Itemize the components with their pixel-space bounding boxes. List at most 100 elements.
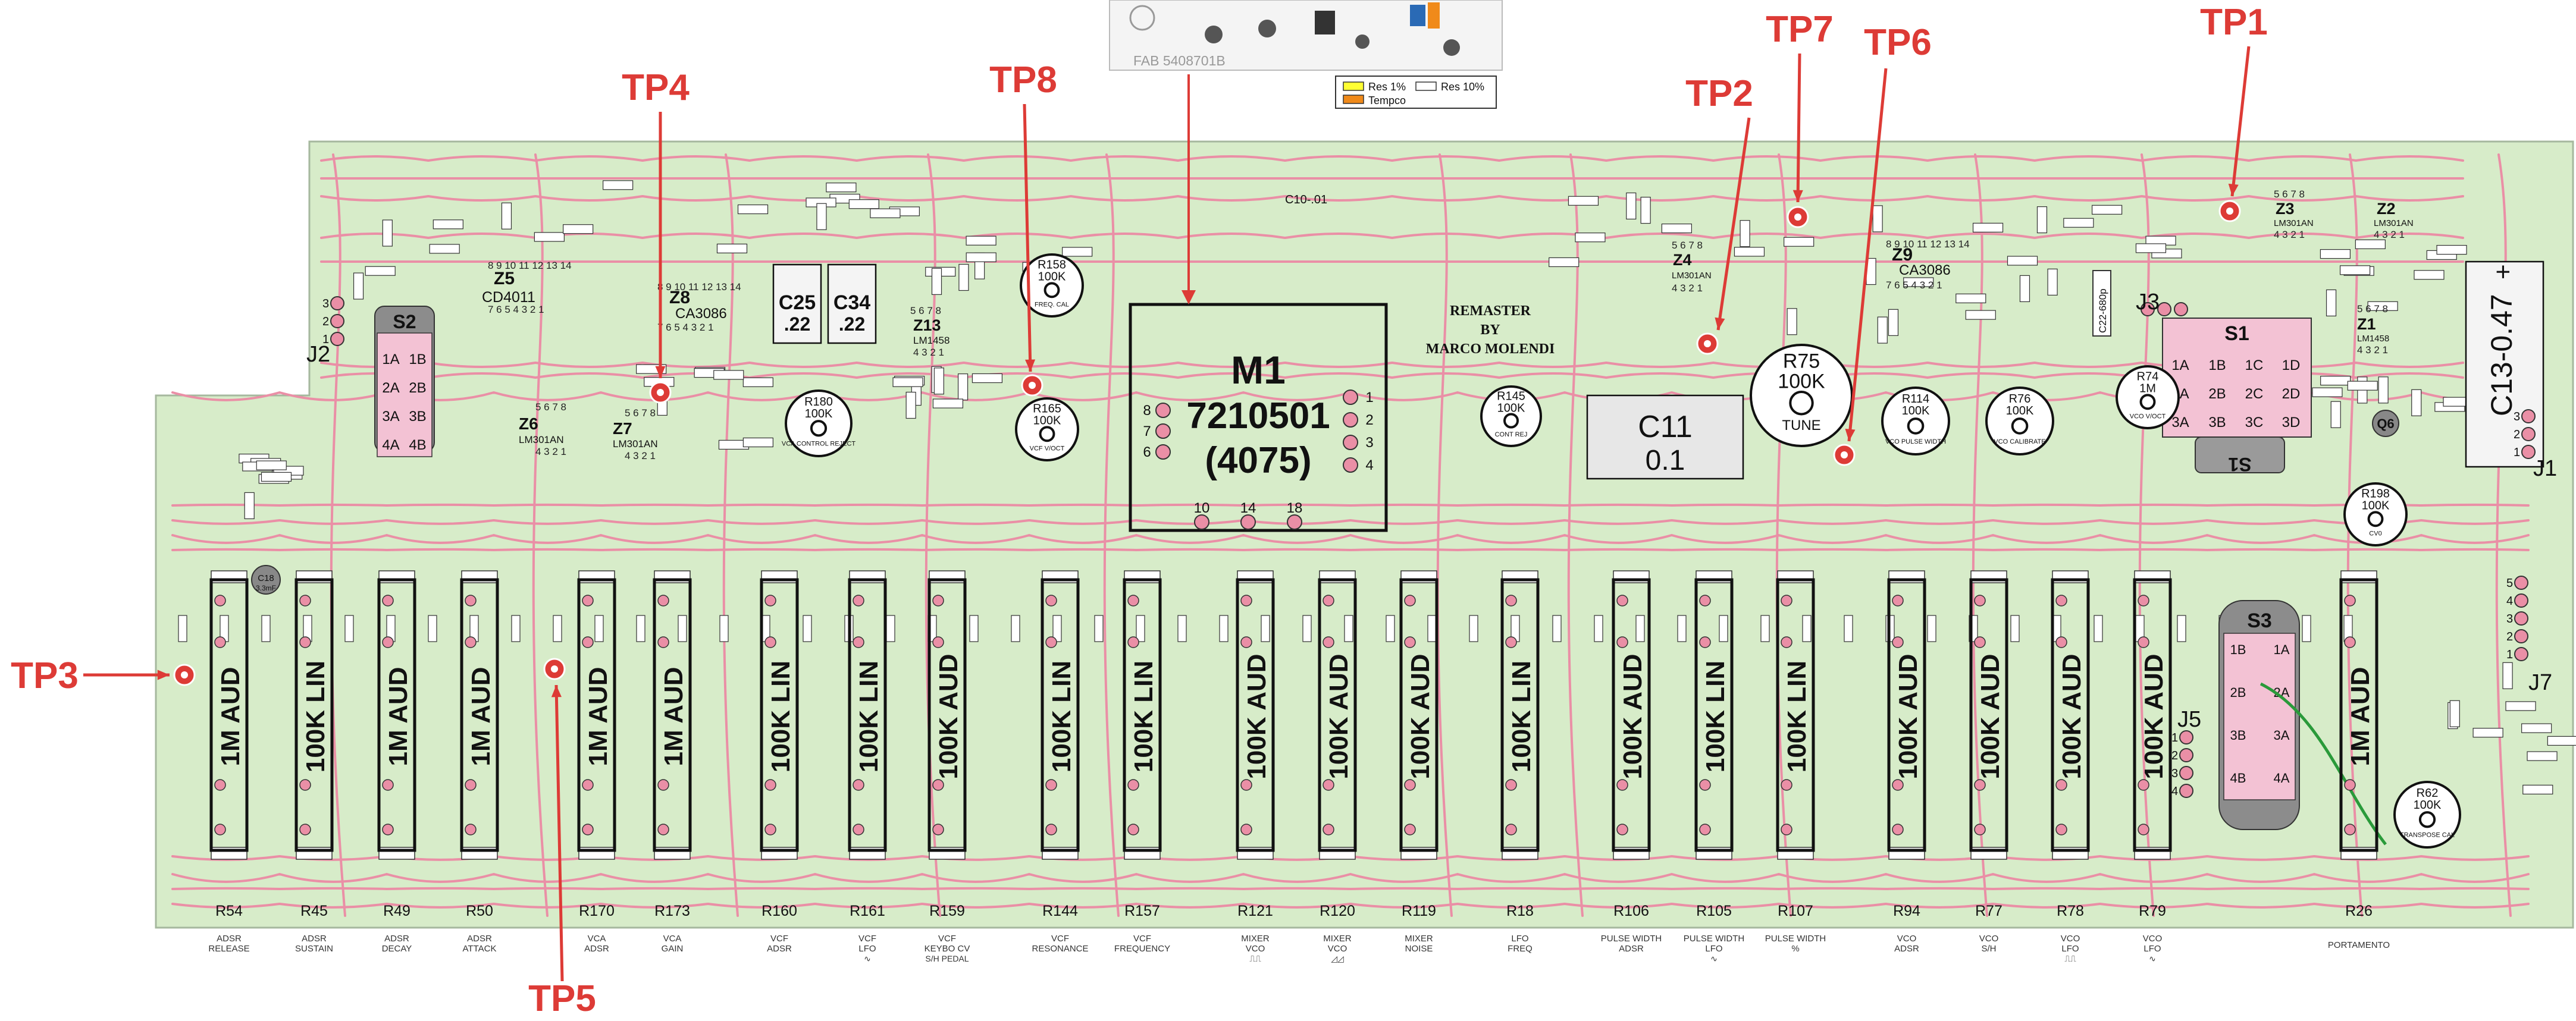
trimmer-label: VCO CALIBRATE bbox=[1994, 438, 2045, 445]
cap-c34-value: .22 bbox=[839, 313, 865, 335]
trimmer-label: VCA CONTROL REJECT bbox=[782, 440, 856, 447]
fader-function: SUSTAIN bbox=[295, 944, 333, 954]
fader-value: 100K AUD bbox=[1242, 654, 1271, 779]
switch-s1-pin: 1D bbox=[2282, 357, 2301, 373]
chip-z5-part: CD4011 bbox=[482, 289, 535, 306]
trimmer-label: VCO PULSE WIDTH bbox=[1885, 438, 1946, 445]
fader-ref: R50 bbox=[466, 903, 493, 919]
trimmer-label: TRANSPOSE CAL bbox=[2400, 831, 2455, 838]
chip-z2-pins-bottom: 4 3 2 1 bbox=[2374, 229, 2405, 240]
switch-s1-pin: 1B bbox=[2208, 357, 2226, 373]
m1-pin-label: 6 bbox=[1143, 444, 1151, 460]
test-point-label: TP4 bbox=[622, 67, 690, 108]
switch-s2-pin: 1A bbox=[382, 351, 399, 367]
chip-z1: 5 6 7 8 Z1 LM1458 4 3 2 1 bbox=[2357, 303, 2389, 356]
switch-s2-pin: 2B bbox=[409, 380, 426, 396]
m1-pin-label: 1 bbox=[1365, 389, 1373, 406]
cap-c11-ref: C11 bbox=[1638, 410, 1693, 444]
connector-pin-label: 1 bbox=[322, 333, 329, 346]
ic-m1-code: (4075) bbox=[1205, 440, 1311, 481]
trimmer-ref: R165 bbox=[1033, 402, 1061, 415]
chip-z2: Z2 LM301AN 4 3 2 1 bbox=[2374, 200, 2414, 240]
fader-value: 100K AUD bbox=[1406, 654, 1435, 779]
trimmer-value: 100K bbox=[2362, 499, 2390, 512]
connector-pin-label: 1 bbox=[2514, 446, 2520, 459]
cap-c11-value: 0.1 bbox=[1646, 445, 1685, 476]
fader-value: 100K AUD bbox=[1618, 654, 1647, 779]
fader-value: 100K AUD bbox=[1324, 654, 1353, 779]
fader-ref: R45 bbox=[300, 903, 328, 919]
chip-z4-pins-bottom: 4 3 2 1 bbox=[1672, 282, 1703, 294]
switch-s1-pin: 2C bbox=[2245, 386, 2264, 402]
fader-function: RESONANCE bbox=[1032, 944, 1088, 954]
fader-function: ◿◿ bbox=[1331, 954, 1344, 963]
test-point-label: TP8 bbox=[989, 59, 1057, 100]
test-point-tp8: TP8 bbox=[989, 59, 1057, 397]
fader-function: VCO bbox=[2061, 934, 2080, 944]
switch-s3-pin: 3A bbox=[2274, 728, 2290, 743]
fader-function: VCA bbox=[663, 934, 682, 944]
fader-function: ⎍⎍ bbox=[1249, 954, 1261, 963]
connector-pin-label: 3 bbox=[322, 297, 329, 310]
connector-pin-label: 1 bbox=[2506, 648, 2513, 661]
test-point-label: TP3 bbox=[11, 655, 79, 696]
fader-function: ⎍⎍ bbox=[2064, 954, 2076, 963]
switch-s2-ref: S2 bbox=[393, 311, 416, 332]
trimmer-label: VCF V/OCT bbox=[1030, 445, 1065, 452]
fader-value: 100K AUD bbox=[2139, 654, 2168, 779]
cap-c13-ref: C13-0.47 bbox=[2485, 294, 2518, 416]
fader-ref: R159 bbox=[929, 903, 965, 919]
switch-s1-pin: 3B bbox=[2208, 414, 2226, 431]
connector-pin-label: 2 bbox=[2171, 749, 2178, 762]
fader-function: PULSE WIDTH bbox=[1765, 934, 1826, 944]
fader-ref: R94 bbox=[1893, 903, 1920, 919]
fader-function: RELEASE bbox=[208, 944, 249, 954]
fader-ref: R107 bbox=[1778, 903, 1813, 919]
chip-z13-pins-bottom: 4 3 2 1 bbox=[913, 347, 944, 358]
fader-ref: R77 bbox=[1975, 903, 2002, 919]
chip-z6-ref: Z6 bbox=[519, 414, 538, 433]
m1-pin-label: 3 bbox=[1365, 435, 1373, 451]
fader-value: 1M AUD bbox=[216, 667, 245, 766]
cap-c10-label: C10-.01 bbox=[1285, 193, 1327, 206]
